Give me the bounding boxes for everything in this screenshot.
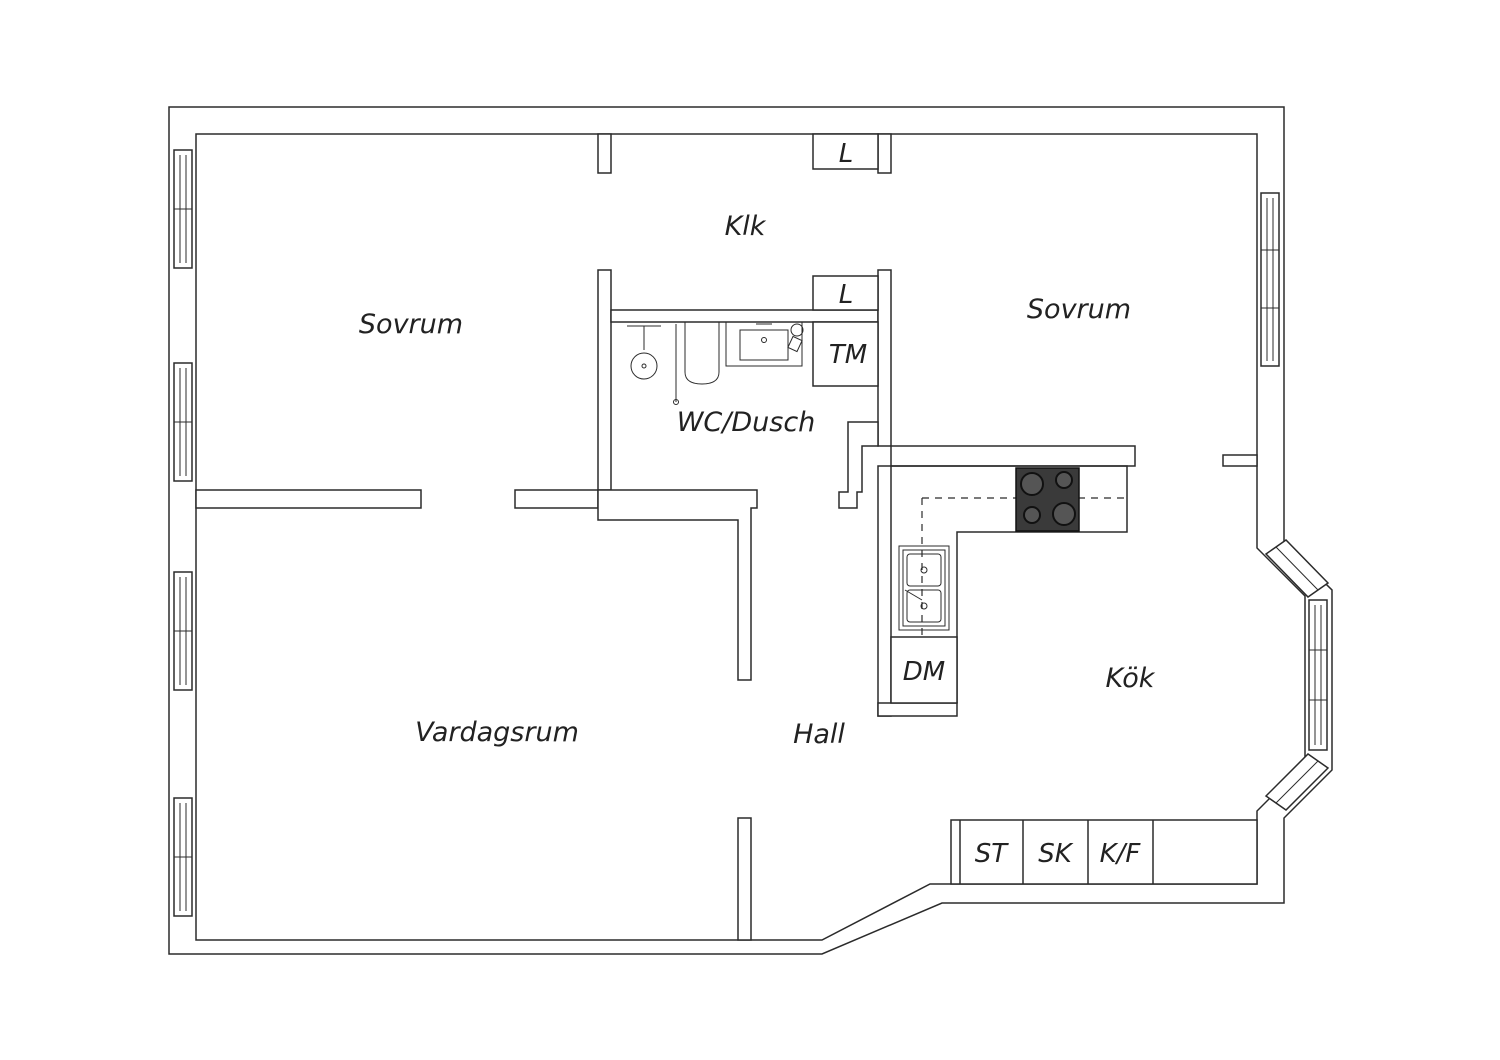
room-label-wc-dusch: WC/Dusch <box>677 407 816 438</box>
dm-label: DM <box>903 657 945 687</box>
closet-mid: L <box>812 275 879 311</box>
sk-label: SK <box>1038 839 1074 869</box>
sink-icon <box>725 321 803 367</box>
room-label-sovrum-right: Sovrum <box>1027 294 1131 325</box>
interior-walls <box>195 133 1258 941</box>
kf-label: K/F <box>1100 839 1142 869</box>
room-label-hall: Hall <box>793 719 845 750</box>
outer-wall-outline <box>168 106 1333 955</box>
toilet-icon <box>684 321 720 385</box>
closet-mid-label: L <box>839 280 854 310</box>
inner-wall-outline <box>195 133 1306 941</box>
storage-cabinets: ST SK K/F <box>950 819 1258 885</box>
bathroom-fixtures: TM <box>627 321 879 405</box>
room-label-klk: Klk <box>725 211 767 242</box>
kitchen-counter: DM <box>890 465 1128 704</box>
windows-left <box>173 149 193 917</box>
room-label-sovrum-left: Sovrum <box>359 309 463 340</box>
tm-label: TM <box>829 340 867 370</box>
room-label-kok: Kök <box>1106 663 1156 694</box>
kitchen-sink-icon <box>898 545 950 631</box>
room-label-vardagsrum: Vardagsrum <box>415 717 579 748</box>
windows-right <box>1260 192 1330 811</box>
st-label: ST <box>975 839 1010 869</box>
closet-top: L <box>812 133 879 170</box>
closet-top-label: L <box>839 139 854 169</box>
